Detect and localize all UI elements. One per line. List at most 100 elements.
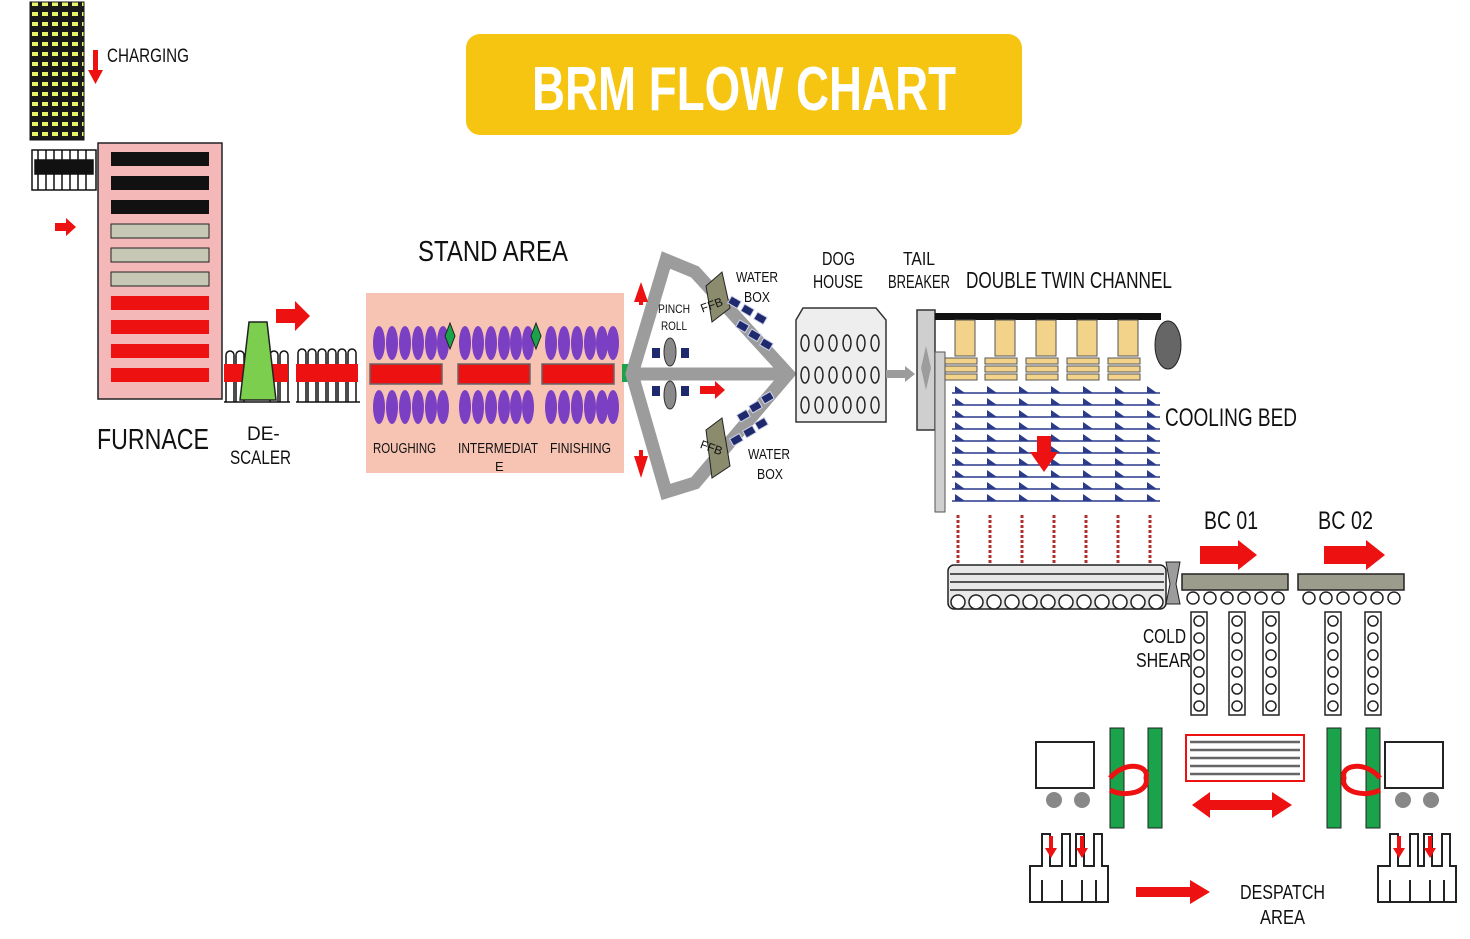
cooling-bed-notch <box>1051 494 1061 501</box>
cooling-bed-notch <box>1083 446 1093 453</box>
cooling-bed-notch <box>1051 482 1061 489</box>
furnace <box>97 142 223 400</box>
shear-column <box>1262 611 1280 716</box>
finishing-stands <box>545 326 619 424</box>
shear-column <box>1324 611 1342 716</box>
double-twin-channel-label: DOUBLE TWIN CHANNEL <box>966 267 1172 293</box>
shear-roller <box>1327 615 1339 627</box>
cooling-bed-notch <box>987 398 997 405</box>
despatch-arrow-icon <box>1136 880 1210 904</box>
pinch-roll-label-line1: PINCH <box>658 302 690 316</box>
intermediate-stands <box>459 326 534 424</box>
cooling-bed-label: COOLING BED <box>1165 404 1297 432</box>
despatch-label-line1: DESPATCH <box>1240 882 1325 904</box>
transfer-bar <box>296 364 358 382</box>
shear-roller <box>1193 683 1205 695</box>
cooling-bed-notch <box>1147 422 1157 429</box>
right-loading-crane <box>1326 727 1382 829</box>
despatch-label-line2: AREA <box>1260 907 1306 929</box>
crop-shear-icon <box>444 321 542 351</box>
roughing-stands <box>373 326 449 424</box>
water-box-bottom <box>728 390 775 447</box>
pinch-roll <box>652 337 689 410</box>
bed-end-stop <box>1165 561 1181 605</box>
cooling-bed-down-arrow-icon <box>1030 436 1058 472</box>
cooling-bed-notch <box>1115 470 1125 477</box>
cooling-bed-notch <box>1051 422 1061 429</box>
cooling-bed-notch <box>1019 470 1029 477</box>
water-box-bottom-label-line1: WATER <box>748 446 790 463</box>
dog-house-label-line1: DOG <box>822 249 855 269</box>
shear-roller <box>1327 649 1339 661</box>
charging-roller-table <box>31 149 97 191</box>
shear-roller <box>1231 700 1243 712</box>
shear-column <box>1190 611 1208 716</box>
shear-roller <box>1231 666 1243 678</box>
cooling-bed-notch <box>1115 386 1125 393</box>
water-box-top <box>726 295 774 352</box>
cooling-bed-notch <box>1147 398 1157 405</box>
cooling-bed-notch <box>1051 470 1061 477</box>
shear-roller <box>1265 632 1277 644</box>
cooling-bed-notch <box>1019 434 1029 441</box>
shear-roller <box>1193 632 1205 644</box>
tail-breaker <box>916 309 936 431</box>
cooling-bed-notch <box>1115 434 1125 441</box>
cooling-bed-notch <box>955 494 965 501</box>
cooling-bed-notch <box>955 398 965 405</box>
bed-roller <box>1148 594 1164 610</box>
cooling-bed-notch <box>987 458 997 465</box>
bundle-stack <box>1185 734 1305 782</box>
hexagon-conveyor <box>625 251 797 501</box>
bc02-conveyor <box>1297 573 1405 605</box>
left-rack-arrows <box>1045 836 1088 858</box>
bed-roller <box>1058 594 1074 610</box>
shear-column <box>1364 611 1382 716</box>
bed-roller <box>1004 594 1020 610</box>
tail-breaker-label-line2: BREAKER <box>888 272 950 292</box>
roughing-label: ROUGHING <box>373 440 436 457</box>
cooling-bed-notch <box>1051 434 1061 441</box>
charging-label: CHARGING <box>107 46 189 67</box>
cooling-bed-notch <box>987 434 997 441</box>
cooling-bed-notch <box>1115 458 1125 465</box>
divider-arrows <box>634 282 725 478</box>
intermediate-label-line2: E <box>495 459 504 474</box>
cooling-bed-notch <box>1083 434 1093 441</box>
descaler-label-line1: DE- <box>247 424 280 445</box>
cooling-bed-notch <box>955 458 965 465</box>
shear-roller <box>1265 666 1277 678</box>
cooling-bed-notch <box>1083 470 1093 477</box>
bc01-arrow-icon <box>1200 540 1257 570</box>
cooling-bed-notch <box>1147 494 1157 501</box>
cooling-bed-notch <box>1147 458 1157 465</box>
water-box-top-label-line1: WATER <box>736 269 778 286</box>
cooling-bed-notch <box>1051 410 1061 417</box>
shear-roller <box>1193 666 1205 678</box>
shear-roller <box>1327 666 1339 678</box>
finishing-label: FINISHING <box>550 440 611 457</box>
charging-down-arrow-icon <box>88 50 103 84</box>
cooling-bed-notch <box>1115 410 1125 417</box>
cooling-bed-notch <box>1147 446 1157 453</box>
bed-roller <box>950 594 966 610</box>
stand-area-label: STAND AREA <box>418 236 569 268</box>
double-twin-channel <box>934 313 1182 513</box>
cooling-bed-notch <box>955 386 965 393</box>
shear-column <box>1228 611 1246 716</box>
stand-bars <box>369 363 615 385</box>
cooling-bed-notch <box>1019 458 1029 465</box>
transfer-double-arrow-icon <box>1192 792 1292 818</box>
cooling-bed-notch <box>955 446 965 453</box>
shear-roller <box>1231 632 1243 644</box>
water-box-top-label-line2: BOX <box>744 289 770 306</box>
cooling-bed-notch <box>987 470 997 477</box>
cooling-bed-notch <box>987 482 997 489</box>
right-stacking-rack <box>1377 833 1457 903</box>
shear-roller <box>1193 615 1205 627</box>
cooling-bed-notch <box>1019 410 1029 417</box>
shear-roller <box>1327 683 1339 695</box>
descaler-unit <box>239 321 277 401</box>
bed-roller <box>1112 594 1128 610</box>
